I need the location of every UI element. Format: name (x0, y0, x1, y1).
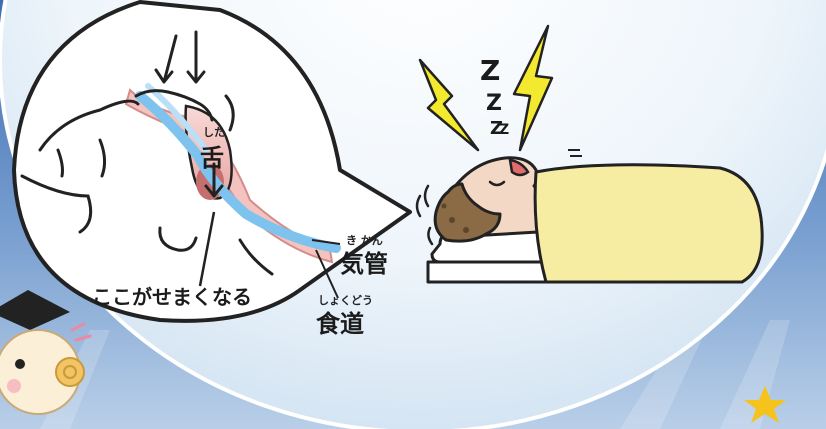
trachea-ruby: き かん (346, 234, 383, 247)
lightning-icon (512, 24, 554, 152)
esophagus-ruby: しょくどう (318, 294, 373, 307)
snore-letters: Z Z Z Z (480, 54, 509, 139)
graduation-cap-icon (0, 290, 70, 330)
arrow-down-icon (204, 162, 224, 198)
tongue-ruby: した (203, 126, 225, 139)
sheep-mascot-icon (0, 290, 92, 415)
snore-z: Z (486, 91, 502, 116)
arrow-down-icon (186, 30, 206, 84)
arrow-down-icon (154, 34, 178, 84)
sleeping-man-icon (415, 149, 764, 284)
snore-z: Z (480, 54, 500, 87)
esophagus-label: 食道 (316, 310, 364, 338)
trachea-label: 気管 (340, 250, 388, 278)
snore-z: Z (490, 118, 503, 139)
lightning-icon (418, 58, 480, 152)
snore-z: Z (499, 122, 509, 138)
star-icon (744, 386, 786, 423)
tongue-label: 舌 (200, 144, 224, 172)
blanket (533, 163, 764, 284)
narrowing-label: ここがせまくなる (92, 285, 252, 309)
throat-diagram (12, 0, 412, 323)
